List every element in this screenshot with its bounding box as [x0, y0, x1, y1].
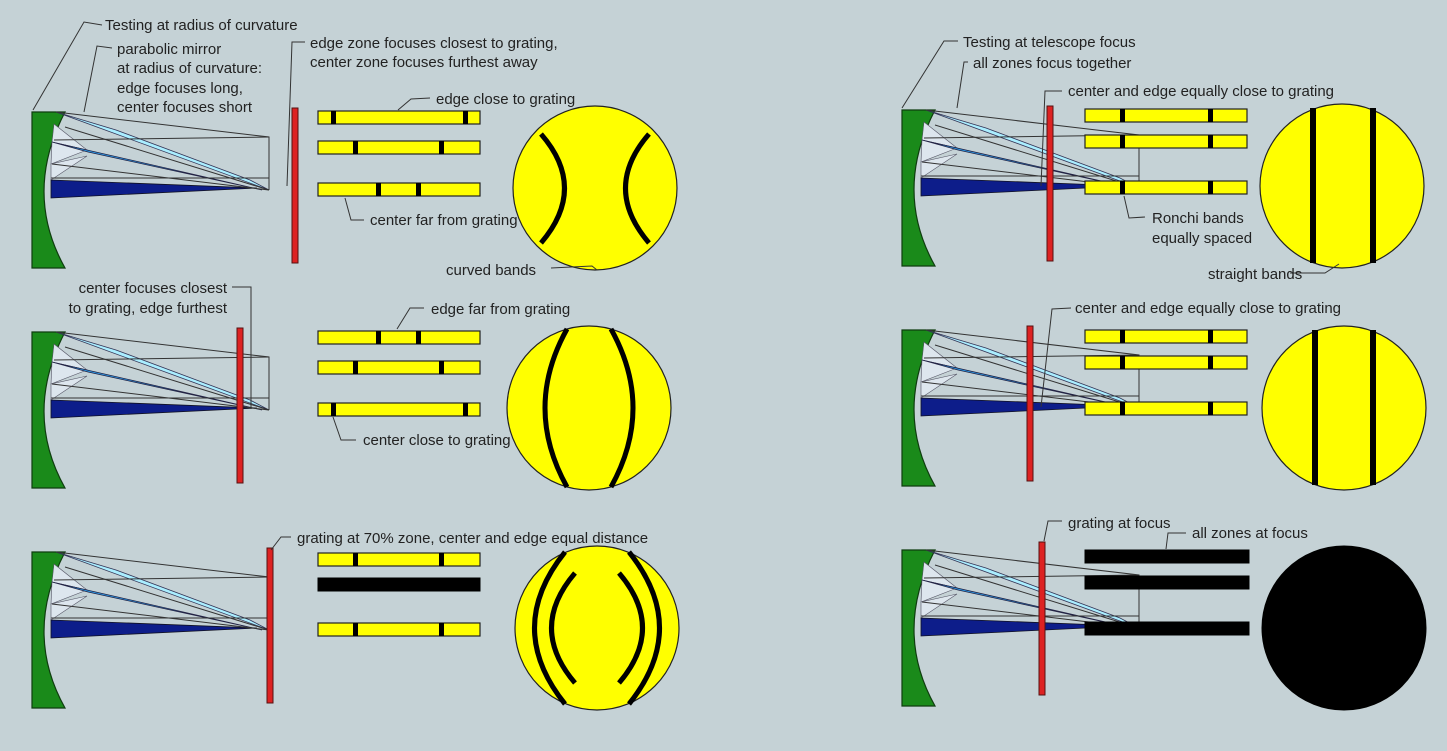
crossing-band	[627, 550, 662, 706]
label-center-focuses-1: center focuses closest	[79, 280, 228, 297]
bulging-band-left	[542, 327, 570, 489]
label-straight-bands: straight bands	[1208, 266, 1302, 283]
straight-band-left	[1310, 108, 1316, 263]
band-bars	[317, 552, 481, 637]
band-bars	[1084, 108, 1248, 195]
label-parabolic-4: center focuses short	[117, 99, 253, 116]
label-ronchi-2: equally spaced	[1152, 230, 1252, 247]
crossing-band	[532, 550, 567, 706]
roc-70-percent-zone-group	[31, 545, 680, 711]
tel-focus-grating-at-focus-group	[901, 541, 1427, 711]
label-edge-far: edge far from grating	[431, 301, 570, 318]
ronchigram-disc	[1259, 103, 1425, 269]
label-parabolic-2: at radius of curvature:	[117, 60, 262, 77]
ronchi-grating	[1026, 325, 1034, 482]
roc-outside-focus-group	[31, 325, 672, 491]
band-bars	[1084, 549, 1250, 636]
label-roc-title: Testing at radius of curvature	[105, 17, 298, 34]
label-grating-70: grating at 70% zone, center and edge equ…	[297, 530, 648, 547]
band-bars	[1084, 329, 1248, 416]
mirror-with-cones	[31, 331, 270, 489]
label-edge-zone-1: edge zone focuses closest to grating,	[310, 35, 558, 52]
ronchi-grating	[1046, 105, 1054, 262]
blackout-disc	[1261, 545, 1427, 711]
ronchigram-disc	[514, 545, 680, 711]
label-center-focuses-2: to grating, edge furthest	[69, 300, 228, 317]
crossing-band	[549, 571, 577, 685]
label-all-zones-at-focus: all zones at focus	[1192, 525, 1308, 542]
label-center-edge-equal-2: center and edge equally close to grating	[1075, 300, 1341, 317]
label-edge-close: edge close to grating	[436, 91, 575, 108]
mirror-with-cones	[31, 111, 270, 269]
label-tel-title: Testing at telescope focus	[963, 34, 1136, 51]
ronchigram-disc	[512, 105, 678, 271]
ronchi-grating	[291, 107, 299, 264]
band-bars	[317, 330, 481, 417]
tel-focus-row1-group	[901, 103, 1425, 269]
roc-inside-focus-group	[31, 105, 678, 271]
straight-band-right	[1370, 330, 1376, 485]
ronchigram-disc	[1261, 325, 1427, 491]
mirror-with-cones	[31, 551, 270, 709]
ronchi-grating	[236, 327, 244, 484]
straight-band-right	[1370, 108, 1376, 263]
label-parabolic-1: parabolic mirror	[117, 41, 221, 58]
label-center-edge-equal-1: center and edge equally close to grating	[1068, 83, 1334, 100]
label-all-zones-together: all zones focus together	[973, 55, 1131, 72]
leader-lines	[32, 21, 1340, 551]
label-ronchi-1: Ronchi bands	[1152, 210, 1244, 227]
curved-band-left	[539, 132, 567, 245]
label-center-close: center close to grating	[363, 432, 511, 449]
band-bars	[317, 110, 481, 197]
ronchigram-disc	[506, 325, 672, 491]
crossing-band	[617, 571, 645, 685]
tel-focus-row2-group	[901, 325, 1427, 491]
label-grating-at-focus: grating at focus	[1068, 515, 1171, 532]
ronchi-grating	[266, 547, 274, 704]
curved-band-right	[623, 132, 651, 245]
bulging-band-right	[608, 327, 636, 489]
straight-band-left	[1312, 330, 1318, 485]
label-parabolic-3: edge focuses long,	[117, 80, 243, 97]
label-edge-zone-2: center zone focuses furthest away	[310, 54, 538, 71]
label-curved-bands: curved bands	[446, 262, 536, 279]
text-labels: Testing at radius of curvature parabolic…	[69, 17, 1341, 547]
ronchi-grating	[1038, 541, 1046, 696]
label-center-far: center far from grating	[370, 212, 518, 229]
